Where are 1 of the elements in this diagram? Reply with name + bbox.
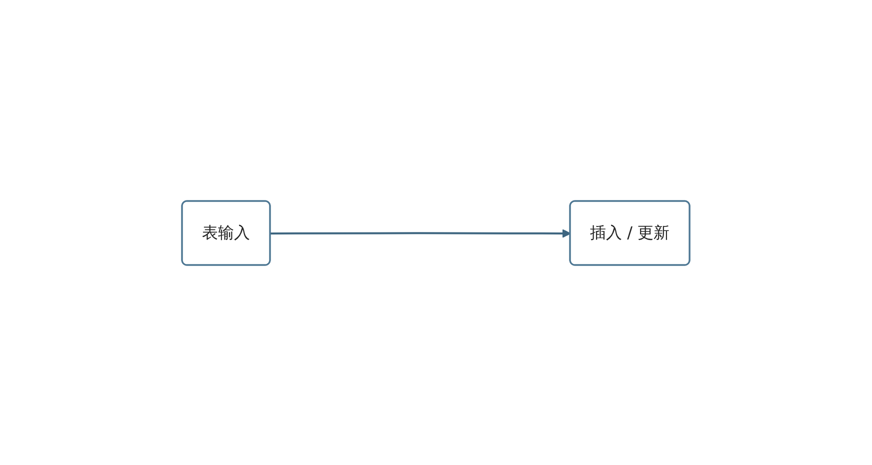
arrow — [270, 228, 572, 238]
